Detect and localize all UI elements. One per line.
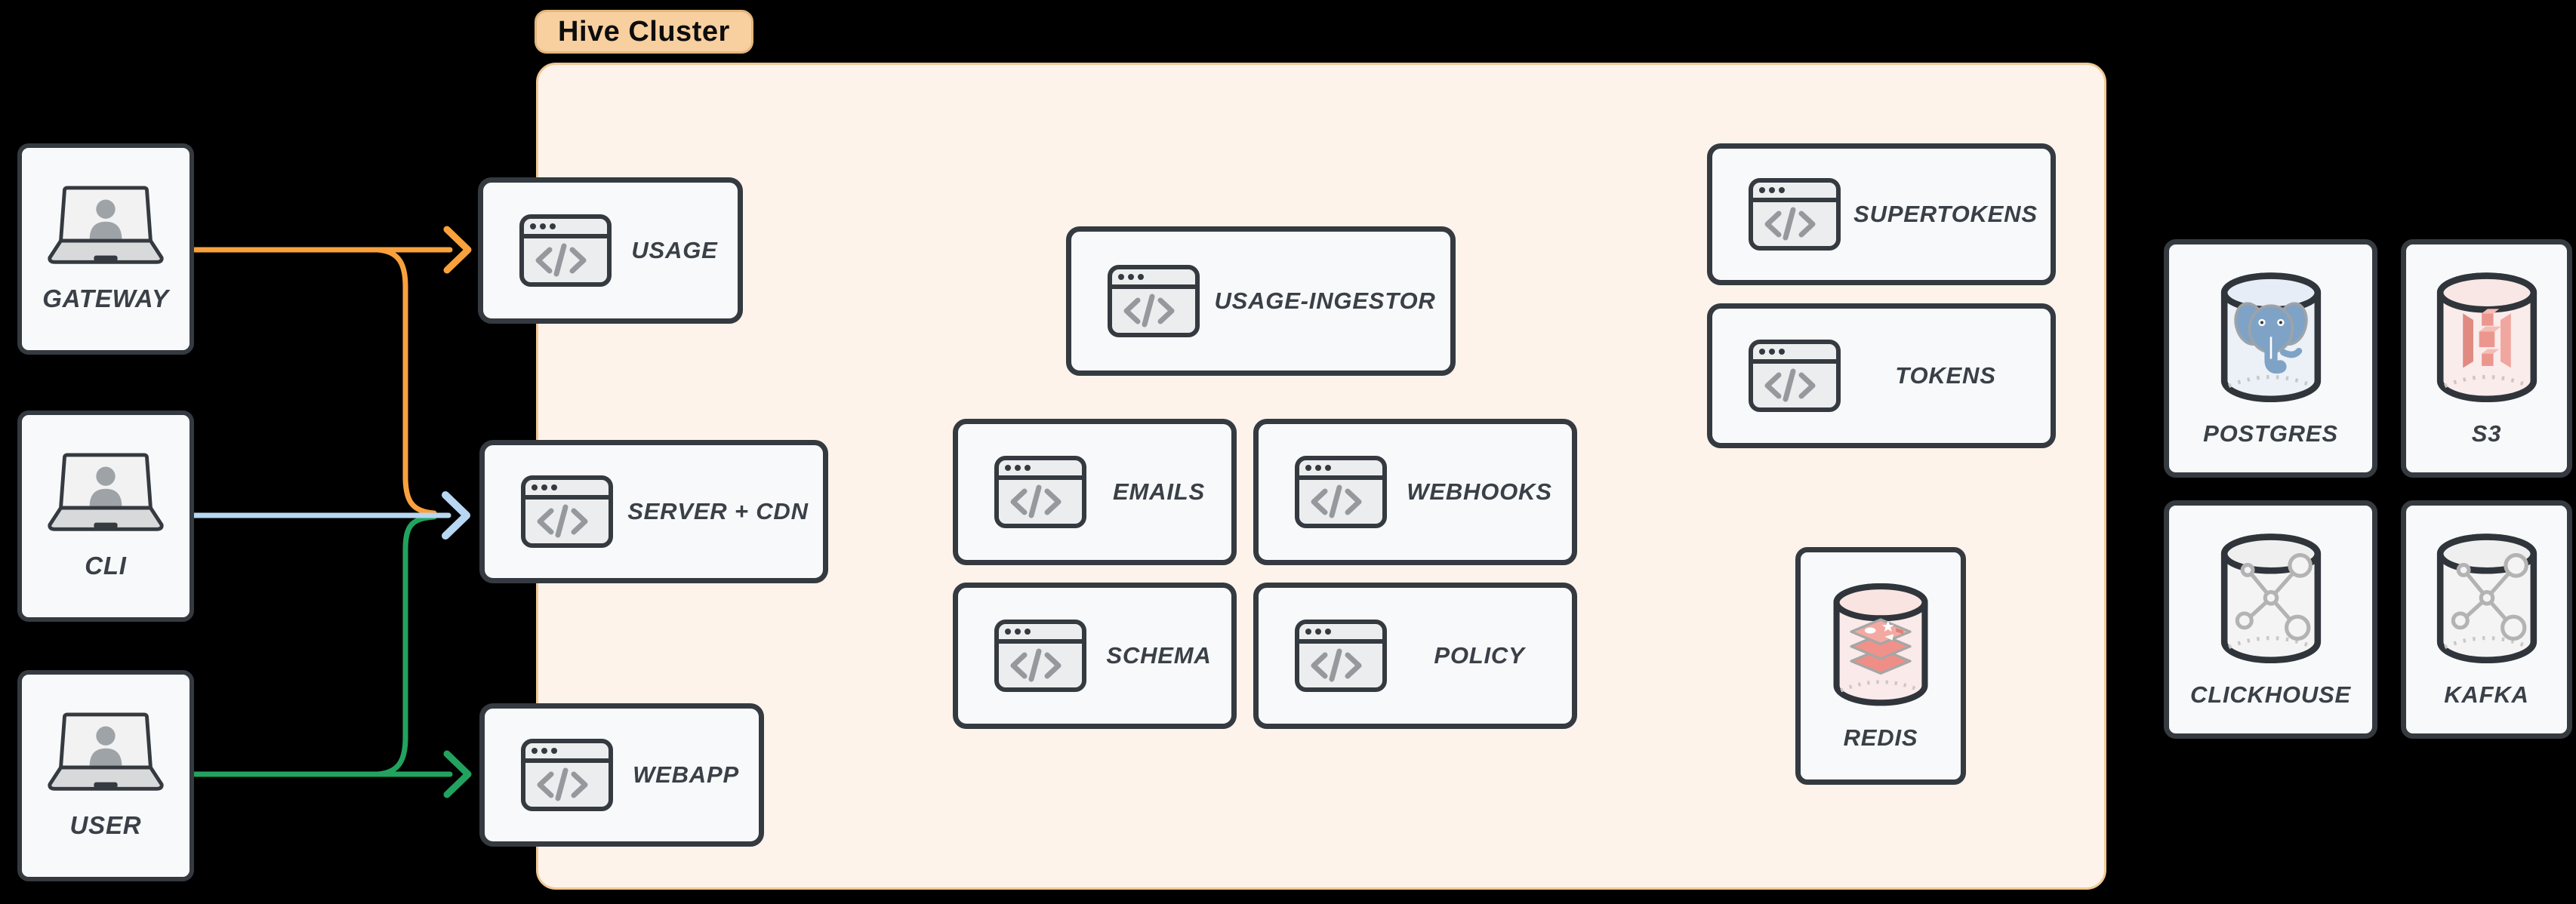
node-webhooks: WEBHOOKS bbox=[1253, 419, 1577, 565]
node-clickhouse: CLICKHOUSE bbox=[2164, 500, 2377, 739]
node-tokens-label: TOKENS bbox=[1895, 362, 1996, 389]
edge-gateway-usage bbox=[192, 226, 472, 274]
kafka-database-icon bbox=[2432, 530, 2542, 670]
laptop-user-icon bbox=[47, 185, 165, 267]
code-window-icon bbox=[521, 739, 613, 811]
clickhouse-database-icon bbox=[2216, 530, 2326, 670]
code-window-icon bbox=[994, 456, 1086, 528]
arrowhead-webapp bbox=[443, 750, 472, 798]
node-emails: EMAILS bbox=[953, 419, 1237, 565]
node-schema: SCHEMA bbox=[953, 583, 1237, 729]
code-window-icon bbox=[521, 475, 613, 548]
node-s3-label: S3 bbox=[2471, 420, 2502, 447]
node-gateway-label: GATEWAY bbox=[42, 284, 169, 312]
s3-database-icon bbox=[2432, 269, 2542, 409]
redis-database-icon bbox=[1829, 580, 1933, 712]
code-window-icon bbox=[1108, 265, 1200, 337]
node-clickhouse-label: CLICKHOUSE bbox=[2190, 681, 2351, 709]
node-redis: REDIS bbox=[1795, 547, 1966, 785]
arrowhead-usage bbox=[443, 226, 472, 274]
node-gateway: GATEWAY bbox=[17, 143, 194, 355]
node-user: USER bbox=[17, 670, 194, 881]
laptop-user-icon bbox=[47, 712, 165, 794]
node-kafka: KAFKA bbox=[2401, 500, 2572, 739]
code-window-icon bbox=[994, 620, 1086, 692]
hive-cluster-label: Hive Cluster bbox=[535, 10, 753, 54]
node-supertokens-label: SUPERTOKENS bbox=[1853, 201, 2038, 227]
code-window-icon bbox=[1749, 340, 1841, 412]
hive-cluster-label-text: Hive Cluster bbox=[558, 15, 730, 48]
node-usage: USAGE bbox=[478, 177, 743, 324]
laptop-user-icon bbox=[47, 452, 165, 534]
node-webapp-label: WEBAPP bbox=[633, 761, 739, 788]
node-policy: POLICY bbox=[1253, 583, 1577, 729]
node-postgres-label: POSTGRES bbox=[2203, 420, 2338, 447]
node-usage-label: USAGE bbox=[631, 237, 718, 263]
arrowhead-server-cdn bbox=[442, 491, 470, 540]
node-usage-ingestor-label: USAGE-INGESTOR bbox=[1214, 287, 1436, 314]
node-user-label: USER bbox=[69, 810, 142, 839]
node-redis-label: REDIS bbox=[1843, 724, 1918, 751]
code-window-icon bbox=[1749, 178, 1841, 251]
edge-user-server-cdn bbox=[374, 514, 437, 777]
code-window-icon bbox=[1295, 620, 1387, 692]
node-webapp: WEBAPP bbox=[479, 703, 764, 847]
node-server-cdn-label: SERVER + CDN bbox=[627, 498, 809, 524]
node-supertokens: SUPERTOKENS bbox=[1707, 143, 2056, 285]
node-kafka-label: KAFKA bbox=[2444, 681, 2529, 709]
node-emails-label: EMAILS bbox=[1113, 478, 1205, 505]
node-cli: CLI bbox=[17, 410, 194, 622]
code-window-icon bbox=[1295, 456, 1387, 528]
node-webhooks-label: WEBHOOKS bbox=[1407, 478, 1552, 505]
edge-gateway-server-cdn bbox=[374, 247, 437, 516]
code-window-icon bbox=[519, 214, 612, 287]
node-postgres: POSTGRES bbox=[2164, 239, 2377, 478]
node-s3: S3 bbox=[2401, 239, 2572, 478]
node-schema-label: SCHEMA bbox=[1106, 642, 1212, 669]
node-server-cdn: SERVER + CDN bbox=[479, 440, 828, 583]
edge-user-webapp bbox=[192, 750, 472, 798]
edge-cli-server-cdn bbox=[190, 491, 470, 540]
node-cli-label: CLI bbox=[85, 551, 127, 580]
node-tokens: TOKENS bbox=[1707, 303, 2056, 448]
node-usage-ingestor: USAGE-INGESTOR bbox=[1066, 226, 1456, 376]
node-policy-label: POLICY bbox=[1434, 642, 1525, 669]
postgres-database-icon bbox=[2216, 269, 2326, 409]
